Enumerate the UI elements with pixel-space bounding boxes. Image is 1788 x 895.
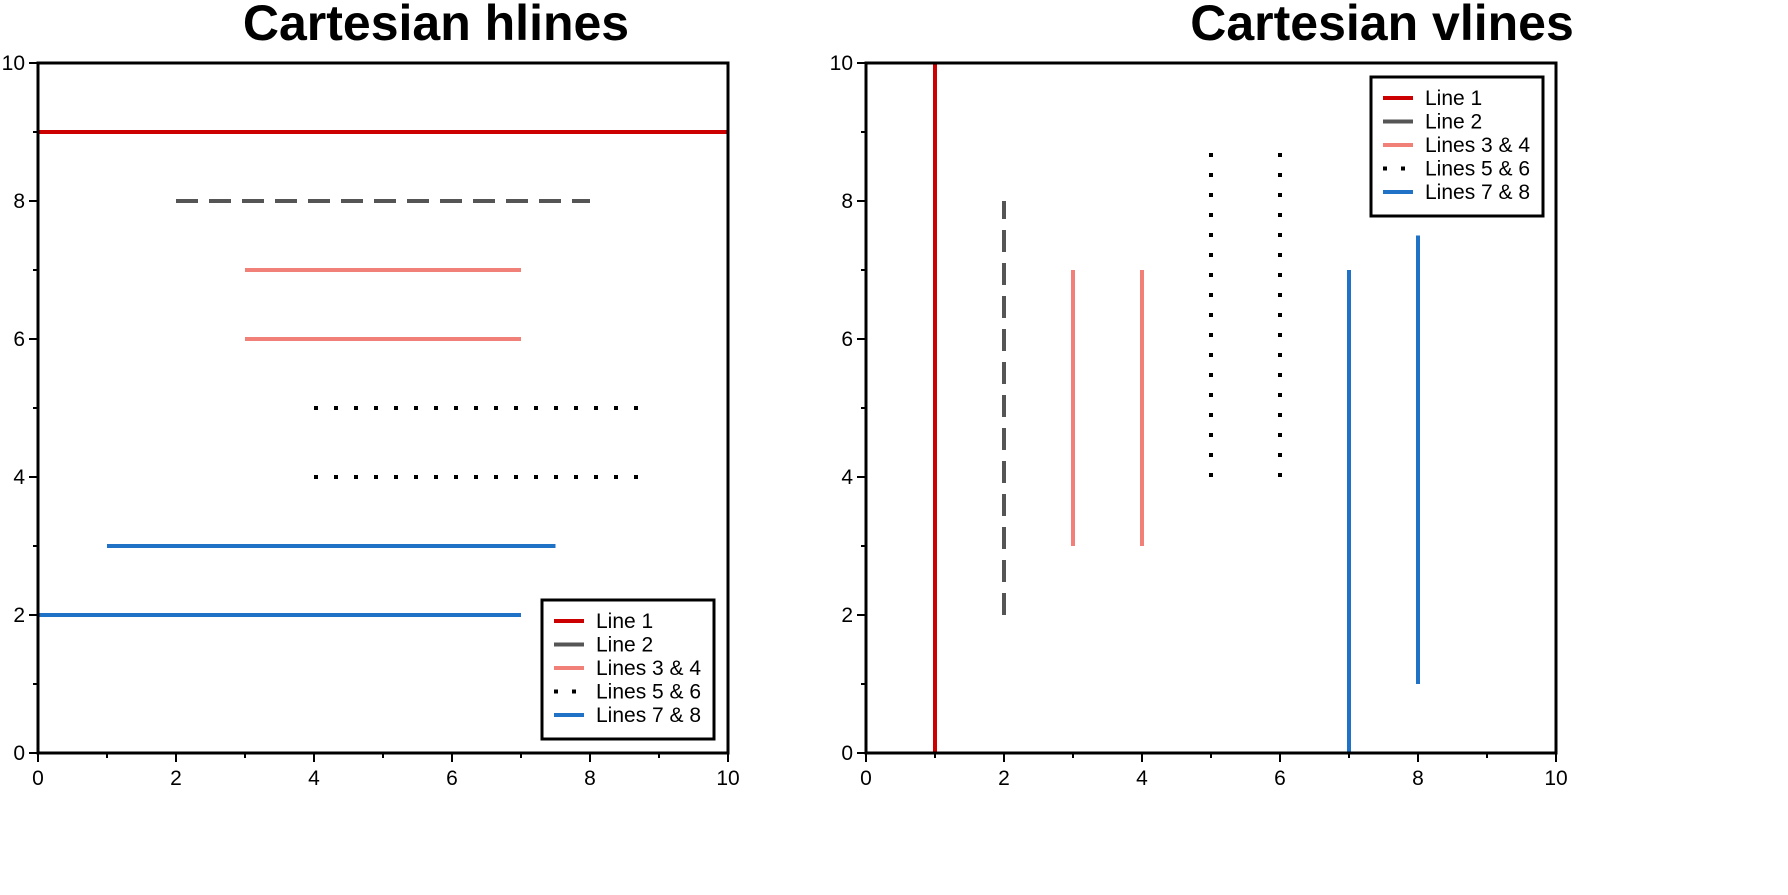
x-tick-label: 4 (1136, 767, 1148, 790)
x-tick-label: 2 (998, 767, 1010, 790)
y-tick-label: 0 (13, 742, 25, 765)
y-tick-label: 6 (841, 328, 853, 351)
x-tick-label: 2 (170, 767, 182, 790)
x-tick-label: 6 (446, 767, 458, 790)
y-tick-label: 0 (841, 742, 853, 765)
legend-label: Line 2 (1425, 111, 1482, 134)
legend-label: Line 1 (1425, 87, 1482, 110)
legend-label: Line 2 (596, 634, 653, 657)
chart-title: Cartesian vlines (1190, 0, 1574, 51)
y-tick-label: 4 (841, 466, 853, 489)
y-tick-label: 8 (841, 190, 853, 213)
legend-label: Lines 3 & 4 (1425, 134, 1530, 157)
plot-area (933, 63, 1420, 753)
y-tick-label: 2 (841, 604, 853, 627)
legend-label: Lines 3 & 4 (596, 657, 701, 680)
x-tick-label: 6 (1274, 767, 1286, 790)
x-tick-label: 8 (1412, 767, 1424, 790)
plot-area (38, 130, 728, 617)
legend-label: Lines 7 & 8 (1425, 181, 1530, 204)
legend-label: Lines 5 & 6 (596, 681, 701, 704)
x-tick-label: 0 (32, 767, 44, 790)
y-tick-label: 4 (13, 466, 25, 489)
y-tick-label: 8 (13, 190, 25, 213)
x-tick-label: 10 (1544, 767, 1567, 790)
y-tick-label: 6 (13, 328, 25, 351)
x-tick-label: 8 (584, 767, 596, 790)
x-tick-label: 10 (716, 767, 739, 790)
y-tick-label: 10 (2, 52, 25, 75)
chart-title: Cartesian hlines (243, 0, 629, 51)
legend-label: Lines 7 & 8 (596, 704, 701, 727)
x-tick-label: 4 (308, 767, 320, 790)
legend-label: Lines 5 & 6 (1425, 158, 1530, 181)
y-tick-label: 2 (13, 604, 25, 627)
x-tick-label: 0 (860, 767, 872, 790)
y-tick-label: 10 (830, 52, 853, 75)
legend-label: Line 1 (596, 610, 653, 633)
